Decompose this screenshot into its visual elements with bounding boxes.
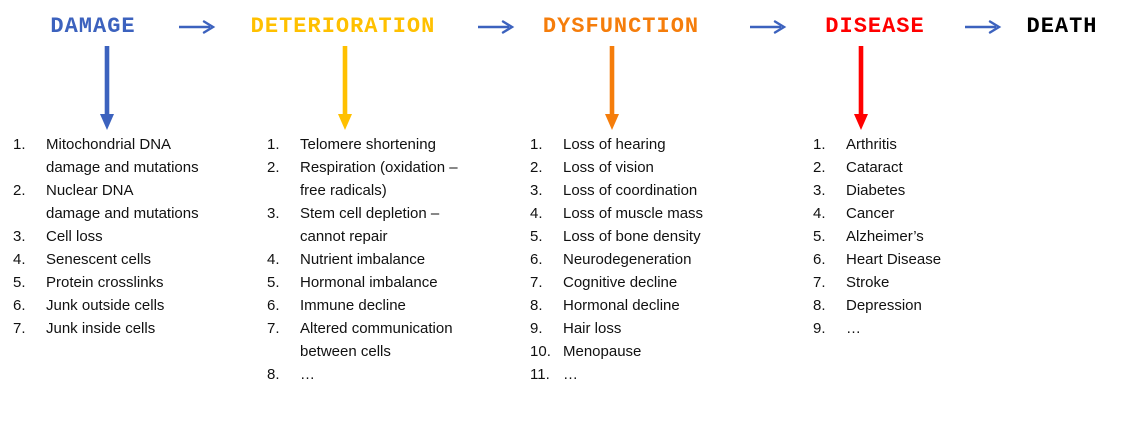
list-item: Respiration (oxidation – free radicals) xyxy=(267,156,458,199)
list-item: Loss of bone density xyxy=(530,225,701,248)
list-item: Telomere shortening xyxy=(267,133,436,156)
list-item: Menopause xyxy=(530,340,642,363)
list-item: Alzheimer’s xyxy=(813,225,924,248)
list-item: Diabetes xyxy=(813,179,906,202)
right-arrow-icon xyxy=(963,20,1003,34)
list-item: Neurodegeneration xyxy=(530,248,692,271)
list-item: … xyxy=(530,363,578,386)
list-item: Cancer xyxy=(813,202,895,225)
list-item: Junk inside cells xyxy=(13,317,156,340)
right-arrow-icon xyxy=(476,20,516,34)
stage-label-death: DEATH xyxy=(1026,14,1098,39)
deterioration-list: Telomere shortening Respiration (oxidati… xyxy=(267,133,505,386)
list-item: Senescent cells xyxy=(13,248,152,271)
list-item: Loss of vision xyxy=(530,156,654,179)
damage-list: Mitochondrial DNA damage and mutations N… xyxy=(13,133,251,340)
list-item: Hormonal imbalance xyxy=(267,271,438,294)
down-arrow-icon xyxy=(337,46,353,130)
list-item: Stroke xyxy=(813,271,890,294)
right-arrow-icon xyxy=(177,20,217,34)
list-item: Loss of muscle mass xyxy=(530,202,704,225)
list-item: Cataract xyxy=(813,156,903,179)
list-item: Arthritis xyxy=(813,133,897,156)
down-arrow-icon xyxy=(853,46,869,130)
list-item: Mitochondrial DNA damage and mutations xyxy=(13,133,199,176)
list-item: Heart Disease xyxy=(813,248,942,271)
stage-label-damage: DAMAGE xyxy=(50,14,136,39)
disease-list: Arthritis Cataract Diabetes Cancer Alzhe… xyxy=(813,133,1051,340)
list-item: Protein crosslinks xyxy=(13,271,164,294)
list-item: Immune decline xyxy=(267,294,406,317)
list-item: Loss of coordination xyxy=(530,179,698,202)
list-item: Stem cell depletion – cannot repair xyxy=(267,202,440,245)
list-item: Nuclear DNA damage and mutations xyxy=(13,179,199,222)
list-item: Loss of hearing xyxy=(530,133,666,156)
list-item: Cognitive decline xyxy=(530,271,678,294)
list-item: Cell loss xyxy=(13,225,103,248)
list-item: … xyxy=(813,317,861,340)
list-item: Hormonal decline xyxy=(530,294,680,317)
list-item: Junk outside cells xyxy=(13,294,165,317)
list-item: … xyxy=(267,363,315,386)
down-arrow-icon xyxy=(99,46,115,130)
list-item: Hair loss xyxy=(530,317,622,340)
stage-label-deterioration: DETERIORATION xyxy=(250,14,436,39)
list-item: Nutrient imbalance xyxy=(267,248,426,271)
dysfunction-list: Loss of hearing Loss of vision Loss of c… xyxy=(530,133,768,386)
list-item: Altered communication between cells xyxy=(267,317,453,360)
stage-label-disease: DISEASE xyxy=(825,14,925,39)
right-arrow-icon xyxy=(748,20,788,34)
down-arrow-icon xyxy=(604,46,620,130)
stage-label-dysfunction: DYSFUNCTION xyxy=(542,14,700,39)
list-item: Depression xyxy=(813,294,922,317)
